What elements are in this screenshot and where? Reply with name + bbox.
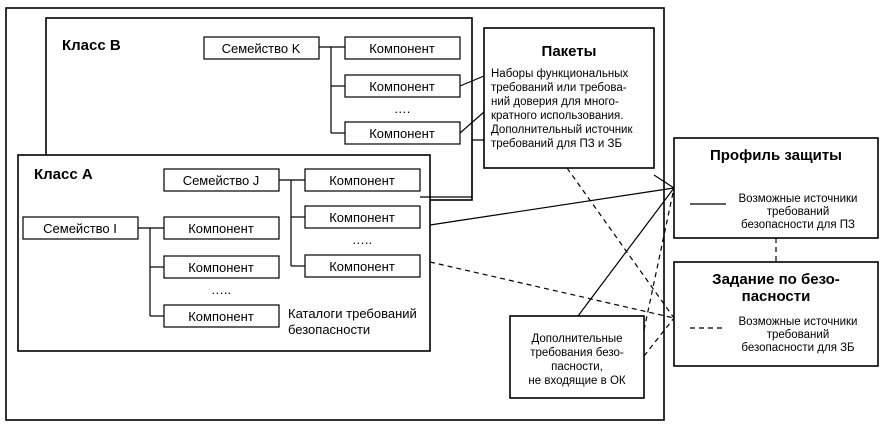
additional-to-st-dashed-line (643, 317, 675, 357)
catalog-label-line: Каталоги требований (288, 306, 417, 321)
family-i-ellipsis: ….. (211, 282, 231, 297)
profile-legend-line: Возможные источники (739, 193, 858, 205)
protection-profile-title: Профиль защиты (710, 147, 842, 164)
family-j-component-box (304, 168, 421, 192)
family-j-component-label: Компонент (329, 173, 395, 188)
protection-profile-box (673, 137, 879, 239)
family-j-ellipsis: ….. (352, 232, 372, 247)
packages-title: Пакеты (542, 43, 597, 60)
packages-text-line: требований для ПЗ и ЗБ (491, 138, 622, 150)
family-k-label: Семейство K (222, 41, 301, 56)
class-b-ellipsis: …. (394, 101, 411, 116)
family-j-component-box (304, 205, 421, 229)
family-j-to-packages-line (420, 139, 484, 198)
security-target-title: пасности (742, 288, 811, 305)
additional-text-line: Дополнительные (531, 333, 622, 345)
family-i-component-label: Компонент (188, 260, 254, 275)
class-b-component-label: Компонент (369, 41, 435, 56)
class-b-title: Класс B (62, 37, 121, 54)
additional-text-line: требования безо- (530, 347, 624, 359)
packages-text-line: Дополнительный источник (491, 124, 633, 136)
family-i-component-box (163, 304, 280, 328)
family-j-component-label: Компонент (329, 210, 395, 225)
packages-text-line: кратного использования. (491, 110, 623, 122)
additional-requirements-box (509, 315, 645, 399)
additional-to-profile-line (577, 187, 675, 317)
class-b-component-box (344, 36, 461, 60)
family-i-component-label: Компонент (188, 309, 254, 324)
st-legend-line: безопасности для ЗБ (741, 342, 854, 354)
additional-text-line: пасности, (551, 361, 603, 373)
additional-to-profile-dashed-line (643, 187, 675, 331)
family-j-component-label: Компонент (329, 259, 395, 274)
family-i-component-box (163, 255, 280, 279)
packages-to-st-dashed-line (566, 167, 675, 319)
security-target-box (673, 261, 879, 367)
family-j-box (163, 168, 280, 192)
family-i-box (22, 216, 139, 240)
packages-text-line: Наборы функциональных (491, 68, 628, 80)
profile-legend-line: требований (767, 206, 830, 218)
profile-legend-line: безопасности для ПЗ (741, 219, 855, 231)
packages-text-line: требований или требова- (491, 82, 627, 94)
class-a-to-profile-line (429, 187, 675, 226)
packages-to-profile-line (653, 174, 675, 189)
component-to-packages-line (459, 111, 485, 134)
catalog-label-line: безопасности (288, 322, 370, 337)
packages-box (483, 27, 655, 169)
class-b-component-label: Компонент (369, 79, 435, 94)
family-k-box (203, 36, 320, 60)
packages-text-line: ний доверия для много- (491, 96, 619, 108)
class-b-component-label: Компонент (369, 126, 435, 141)
family-i-component-label: Компонент (188, 221, 254, 236)
family-j-component-box (304, 254, 421, 278)
family-i-label: Семейство I (43, 221, 117, 236)
family-j-label: Семейство J (183, 173, 260, 188)
class-a-title: Класс A (34, 166, 93, 183)
security-target-title: Задание по безо- (712, 271, 840, 288)
family-i-component-box (163, 216, 280, 240)
additional-text-line: не входящие в ОК (528, 375, 625, 387)
st-legend-line: Возможные источники (739, 316, 858, 328)
component-to-packages-line (459, 75, 485, 87)
class-a-to-st-dashed-line (429, 261, 675, 319)
st-legend-line: требований (767, 329, 830, 341)
